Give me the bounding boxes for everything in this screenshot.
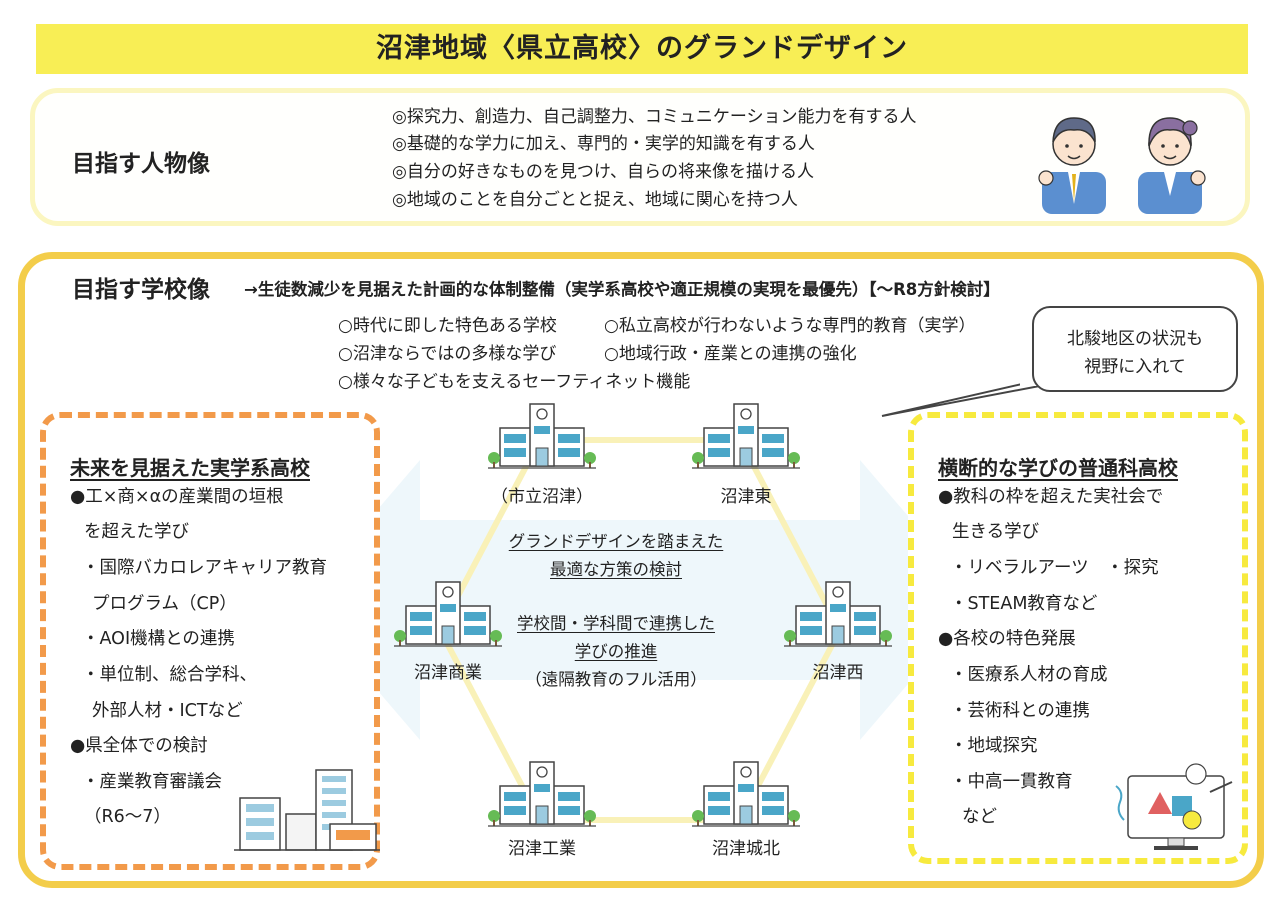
left-panel-line: ●県全体での検討 <box>70 736 208 756</box>
left-panel-line: ●工×商×αの産業間の垣根 <box>70 487 284 507</box>
center-text-line: 学びの推進 <box>574 642 658 661</box>
school-label-shiritsu-numazu: （市立沼津） <box>491 487 593 507</box>
right-panel-line: ●教科の枠を超えた実社会で <box>938 487 1164 507</box>
city-buildings-icon <box>234 769 380 851</box>
students-illustration <box>1038 117 1206 214</box>
person-item: ◎基礎的な学力に加え、専門的・実学的知識を有する人 <box>392 134 815 154</box>
school-item: ○時代に即した特色ある学校 <box>338 316 557 336</box>
school-label-numazu-shogyo: 沼津商業 <box>414 663 482 683</box>
left-panel-line: ・単位制、総合学科、 <box>82 665 257 685</box>
right-panel-line: 生きる学び <box>952 522 1040 542</box>
school-label-numazu-kogyo: 沼津工業 <box>508 839 576 859</box>
target-person-heading: 目指す人物像 <box>72 151 210 177</box>
right-panel-line: ●各校の特色発展 <box>938 629 1076 649</box>
school-item: ○地域行政・産業との連携の強化 <box>604 344 857 364</box>
male-student-icon <box>1038 117 1106 214</box>
speech-bubble <box>1032 306 1238 392</box>
school-building-icon <box>487 403 597 469</box>
school-label-numazu-nishi: 沼津西 <box>812 663 864 683</box>
right-panel-line: ・地域探究 <box>950 736 1038 756</box>
left-panel-line: ・国際バカロレアキャリア教育 <box>82 558 327 578</box>
left-panel-line: ・産業教育審議会 <box>82 772 222 792</box>
art-monitor-icon <box>1115 763 1233 850</box>
person-item: ◎地域のことを自分ごとと捉え、地域に関心を持つ人 <box>392 190 798 210</box>
page-title: 沼津地域〈県立高校〉のグランドデザイン <box>376 33 908 64</box>
school-building-icon <box>783 581 893 647</box>
school-item: ○様々な子どもを支えるセーフティネット機能 <box>338 372 691 392</box>
school-item: ○沼津ならではの多様な学び <box>338 344 557 364</box>
bubble-line: 視野に入れて <box>1084 357 1186 377</box>
left-panel-title: 未来を見据えた実学系高校 <box>70 456 310 480</box>
target-school-subheading: →生徒数減少を見据えた計画的な体制整備（実学系高校や適正規模の実現を最優先）【～… <box>244 280 1000 299</box>
right-panel-line: ・STEAM教育など <box>950 594 1098 614</box>
target-school-heading: 目指す学校像 <box>72 277 210 303</box>
left-panel-line: を超えた学び <box>84 522 189 542</box>
right-panel-line: など <box>962 807 997 827</box>
center-text-line: 学校間・学科間で連携した <box>517 614 715 633</box>
center-text-line: （遠隔教育のフル活用） <box>525 670 707 689</box>
school-building-icon <box>691 403 801 469</box>
left-panel-line: 外部人材・ICTなど <box>92 701 243 721</box>
right-panel-line: ・リベラルアーツ ・探究 <box>950 558 1159 578</box>
left-panel-line: プログラム（CP） <box>92 594 237 614</box>
school-item: ○私立高校が行わないような専門的教育（実学） <box>604 316 976 336</box>
person-item: ◎探究力、創造力、自己調整力、コミュニケーション能力を有する人 <box>392 107 917 127</box>
female-student-icon <box>1138 117 1206 214</box>
school-label-numazu-johoku: 沼津城北 <box>712 839 780 859</box>
target-school-box <box>18 252 1264 888</box>
right-panel-line: ・中高一貫教育 <box>950 772 1073 792</box>
right-panel-line: ・医療系人材の育成 <box>950 665 1108 685</box>
right-panel-line: ・芸術科との連携 <box>950 701 1090 721</box>
person-item: ◎自分の好きなものを見つけ、自らの将来像を描ける人 <box>392 162 814 182</box>
bubble-line: 北駿地区の状況も <box>1067 329 1203 349</box>
school-building-icon <box>691 761 801 827</box>
left-panel-line: （R6～7） <box>84 807 171 827</box>
school-label-numazu-higashi: 沼津東 <box>720 487 772 507</box>
right-panel-title: 横断的な学びの普通科高校 <box>938 456 1178 480</box>
left-panel-line: ・AOI機構との連携 <box>82 629 235 649</box>
center-text-line: グランドデザインを踏まえた <box>508 532 724 551</box>
center-text-line: 最適な方策の検討 <box>550 560 682 579</box>
school-building-icon <box>487 761 597 827</box>
title-bar <box>36 24 1248 74</box>
